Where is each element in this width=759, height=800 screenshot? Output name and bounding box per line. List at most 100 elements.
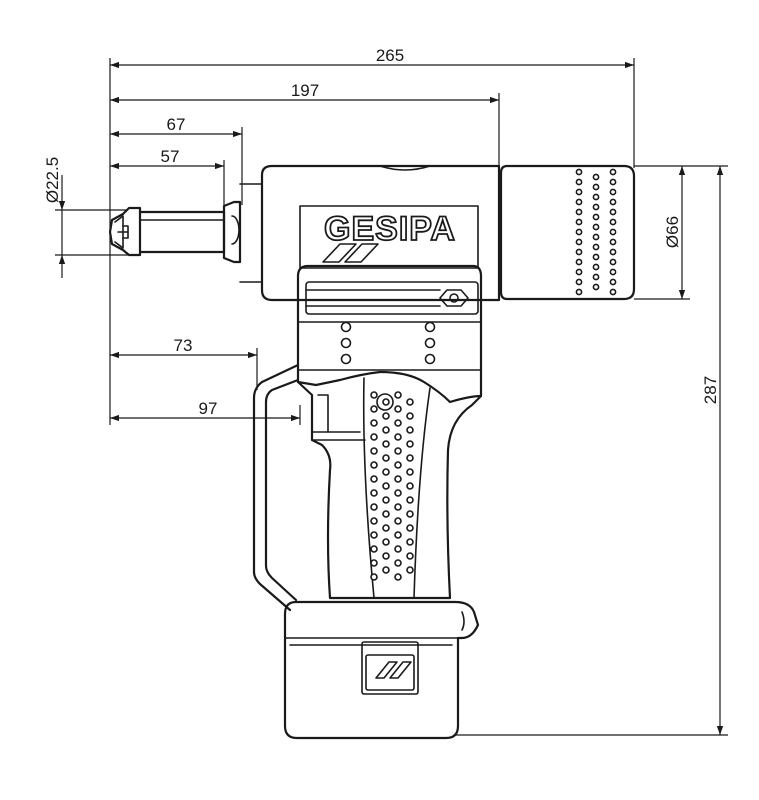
vent-dot [406, 454, 414, 462]
vent-dot [592, 193, 600, 201]
dimension-length-to-motor: 197 [110, 81, 499, 104]
dim-label-66: Ø66 [663, 216, 682, 248]
vent-dot [394, 461, 402, 469]
vent-dot [406, 440, 414, 448]
vent-dot [382, 398, 390, 406]
vent-dot [609, 168, 617, 176]
motor-barrel [499, 164, 636, 301]
vent-dot [382, 510, 390, 518]
vent-dot [370, 531, 378, 539]
vent-dot [592, 243, 600, 251]
vent-dot [382, 552, 390, 560]
vent-dot [406, 468, 414, 476]
vent-dot [370, 447, 378, 455]
vent-dot [406, 412, 414, 420]
vent-dot [370, 433, 378, 441]
vent-dot [575, 168, 583, 176]
vent-dot [382, 538, 390, 546]
vent-dot [592, 283, 600, 291]
vent-dot [394, 559, 402, 567]
vent-dot [609, 258, 617, 266]
vent-dot [575, 218, 583, 226]
vent-dot [370, 391, 378, 399]
handle [296, 370, 483, 600]
dim-label-57: 57 [161, 147, 180, 166]
vent-dot [609, 288, 617, 296]
vent-dot [370, 517, 378, 525]
hex-bolt-icon [439, 289, 469, 307]
vent-dot [394, 531, 402, 539]
vent-dot [394, 489, 402, 497]
vent-dot [382, 426, 390, 434]
dimension-handle-offset: 73 [110, 336, 257, 359]
dim-label-197: 197 [291, 81, 319, 100]
vent-dot [370, 573, 378, 581]
vent-dot [370, 419, 378, 427]
vent-dot [609, 278, 617, 286]
vent-dot [394, 419, 402, 427]
battery-logo-mark [375, 661, 398, 679]
vent-dot [394, 517, 402, 525]
logo-panel [299, 205, 479, 269]
vent-dot [406, 510, 414, 518]
vent-dot [592, 223, 600, 231]
vent-dot [394, 503, 402, 511]
dim-label-265: 265 [376, 46, 404, 65]
vent-dot [592, 263, 600, 271]
battery-pack [283, 600, 480, 740]
vent-dot [575, 228, 583, 236]
vent-dot [406, 398, 414, 406]
dimension-motor-diameter: Ø66 [663, 166, 686, 299]
vent-dot [382, 482, 390, 490]
vent-dot [592, 253, 600, 261]
vent-dot [609, 228, 617, 236]
vent-dot [394, 475, 402, 483]
dim-label-287: 287 [701, 376, 720, 404]
vent-dot [394, 405, 402, 413]
vent-dot [406, 552, 414, 560]
vent-dot [609, 248, 617, 256]
vent-dot [575, 188, 583, 196]
valve-block [296, 264, 483, 398]
vent-dot [609, 178, 617, 186]
vent-dot [609, 188, 617, 196]
vent-dot [394, 447, 402, 455]
vent-dot [406, 426, 414, 434]
vent-dot [370, 405, 378, 413]
vent-dot [394, 433, 402, 441]
vent-dot [394, 391, 402, 399]
dimension-nose-length: 57 [110, 147, 224, 170]
vent-dot [394, 545, 402, 553]
dimension-overall-height: 287 [701, 166, 724, 735]
vent-dot [406, 566, 414, 574]
vent-dot [575, 248, 583, 256]
vent-dot [575, 208, 583, 216]
vent-dot [575, 288, 583, 296]
vent-dot [609, 198, 617, 206]
vent-dot [382, 412, 390, 420]
vent-dot [592, 173, 600, 181]
logo-slash-mark [322, 243, 357, 263]
vent-dot [609, 208, 617, 216]
dimension-nose-to-shoulder: 67 [110, 115, 242, 138]
vent-dot [382, 440, 390, 448]
dim-label-97: 97 [199, 399, 218, 418]
dimension-overall-length: 265 [110, 46, 634, 69]
vent-dot [575, 198, 583, 206]
vent-dot [592, 203, 600, 211]
vent-dot [406, 538, 414, 546]
dimension-nose-diameter: Ø22.5 [43, 157, 66, 278]
vent-dot [370, 545, 378, 553]
grip-dots [370, 391, 414, 581]
vent-dot [592, 233, 600, 241]
vent-dot [592, 273, 600, 281]
hanger-bail [252, 363, 300, 612]
vent-dot [370, 489, 378, 497]
vent-dot [370, 461, 378, 469]
vent-dot [382, 524, 390, 532]
vent-dot [406, 496, 414, 504]
vent-dot [382, 454, 390, 462]
vent-dot [370, 475, 378, 483]
nosepiece [108, 200, 242, 264]
